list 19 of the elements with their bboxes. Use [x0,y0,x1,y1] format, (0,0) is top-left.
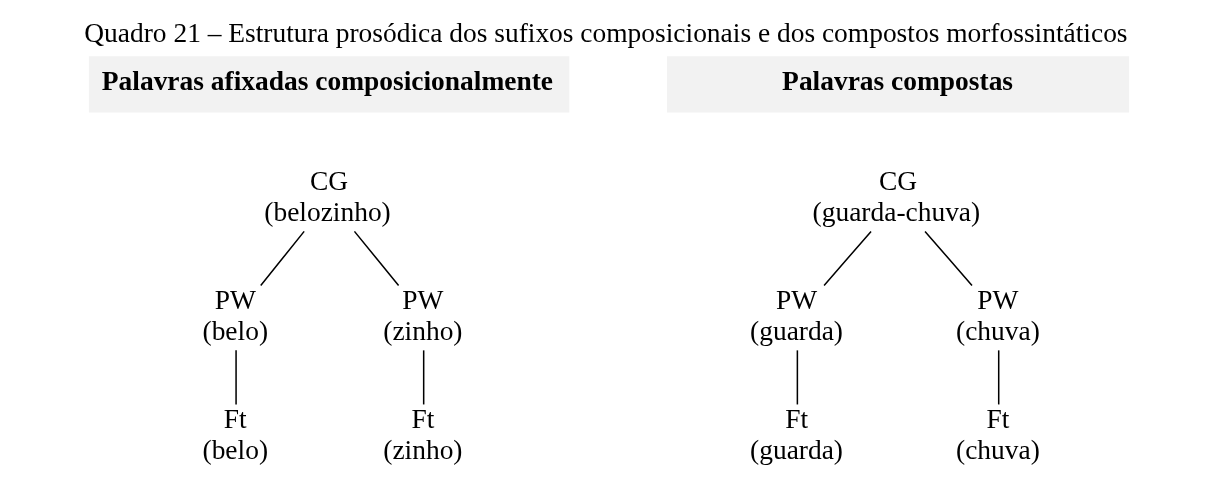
connector [796,349,798,406]
node-text: Ft (guarda) [749,404,843,465]
connector [997,349,999,406]
node-text: CG (belozinho) [263,166,391,227]
connector [822,230,872,287]
node-text: Ft (chuva) [955,404,1040,465]
connector [234,349,237,406]
node-text: PW (guarda) [749,285,843,346]
connector [422,349,424,406]
connector [923,230,973,287]
node-text: CG (guarda-chuva) [812,166,980,227]
node-text: PW (zinho) [382,285,462,346]
diagram-title: Quadro 21 – Estrutura prosódica dos sufixos composicionais e dos compostos morfossintáticos [83,18,1128,49]
node-text: PW (chuva) [955,285,1040,346]
node-text: Ft (zinho) [382,404,462,465]
connector [353,230,399,287]
connector [259,230,305,287]
node-text: PW (belo) [202,285,268,346]
node-text: Ft (belo) [202,404,268,465]
